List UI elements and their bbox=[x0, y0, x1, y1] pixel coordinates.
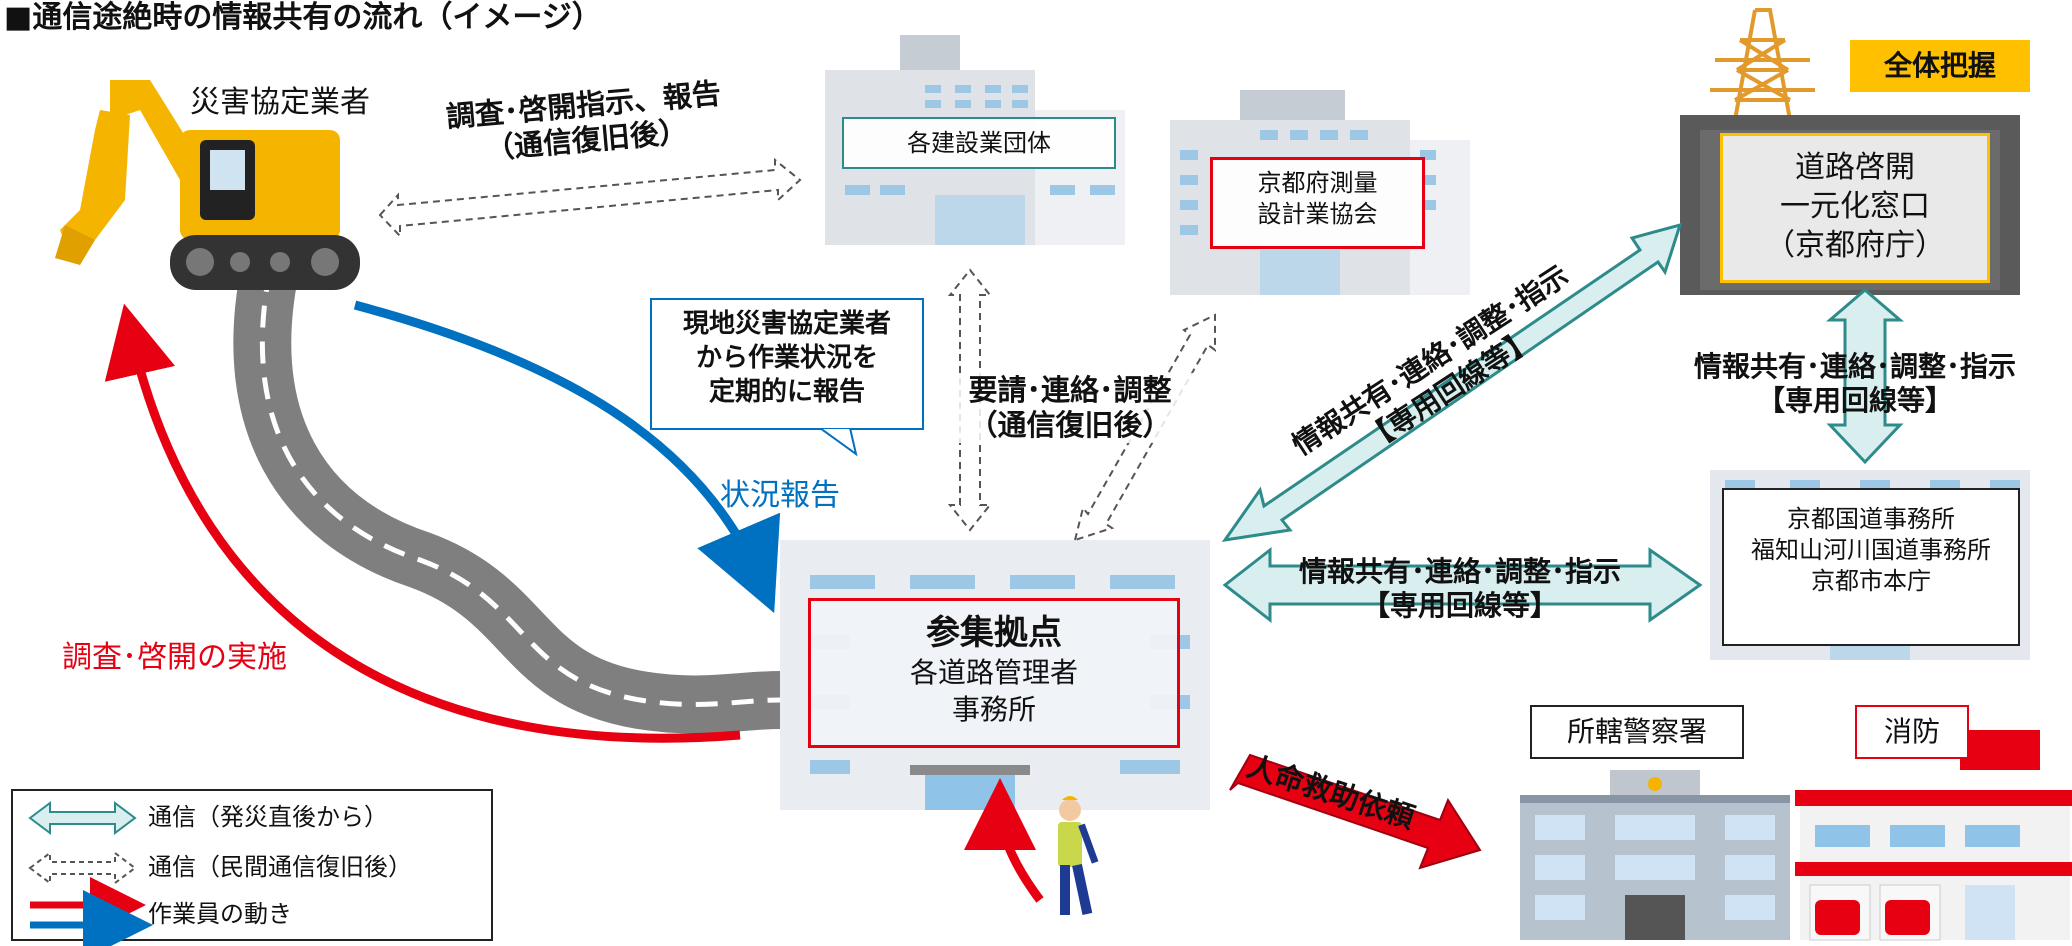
blue-arrow-status-report bbox=[353, 300, 781, 614]
construction-group-box: 各建設業団体 bbox=[842, 117, 1116, 169]
central-window-line3: （京都府庁） bbox=[1765, 228, 1945, 263]
hub-sub-line2: 事務所 bbox=[951, 692, 1036, 726]
worker-icon bbox=[1058, 796, 1099, 915]
callout-line3: 定期的に報告 bbox=[708, 376, 865, 407]
contractor-label: 災害協定業者 bbox=[190, 85, 370, 120]
survey-association-box: 京都府測量 設計業協会 bbox=[1210, 157, 1425, 249]
request-line2: （通信復旧後） bbox=[968, 407, 1172, 442]
callout-box: 現地災害協定業者 から作業状況を 定期的に報告 bbox=[650, 298, 924, 430]
request-label: 要請･連絡･調整 （通信復旧後） bbox=[930, 373, 1210, 443]
legend-label-solid: 通信（発災直後から） bbox=[148, 803, 388, 831]
mid-share-line1: 情報共有･連絡･調整･指示 bbox=[1298, 555, 1621, 588]
national-office-line2: 福知山河川国道事務所 bbox=[1751, 536, 1991, 565]
fire-label-box: 消防 bbox=[1855, 705, 1969, 759]
callout-pointer bbox=[820, 428, 858, 456]
rescue-request-arrow bbox=[1229, 753, 1482, 870]
legend-label-dashed: 通信（民間通信復旧後） bbox=[148, 853, 412, 881]
national-offices-box: 京都国道事務所 福知山河川国道事務所 京都市本庁 bbox=[1722, 488, 2020, 646]
central-window-line1: 道路啓開 bbox=[1795, 150, 1915, 185]
legend-dashed-arrow-icon bbox=[28, 851, 137, 885]
solid-arrow-hub-central bbox=[1221, 222, 1683, 543]
central-window-line2: 一元化窓口 bbox=[1780, 189, 1930, 224]
hub-title: 参集拠点 bbox=[926, 613, 1062, 653]
solid-arrow-central-national bbox=[1825, 288, 1905, 465]
hub-box: 参集拠点 各道路管理者 事務所 bbox=[808, 598, 1180, 748]
mid-share-label: 情報共有･連絡･調整･指示 【専用回線等】 bbox=[1250, 555, 1670, 622]
survey-assoc-line2: 設計業協会 bbox=[1257, 200, 1378, 229]
status-report-label: 状況報告 bbox=[720, 478, 840, 513]
right-share-label: 情報共有･連絡･調整･指示 【専用回線等】 bbox=[1640, 350, 2070, 417]
national-office-line3: 京都市本庁 bbox=[1811, 567, 1931, 596]
central-window-box: 道路啓開 一元化窓口 （京都府庁） bbox=[1720, 133, 1990, 283]
overall-badge: 全体把握 bbox=[1850, 40, 2030, 92]
legend-frame bbox=[11, 789, 493, 946]
police-label-box: 所轄警察署 bbox=[1530, 705, 1744, 759]
dashed-arrow-contractor-group bbox=[378, 157, 802, 239]
callout-line2: から作業状況を bbox=[695, 342, 878, 373]
legend-solid-arrow-icon bbox=[28, 801, 137, 835]
callout-line1: 現地災害協定業者 bbox=[682, 309, 891, 339]
request-line1: 要請･連絡･調整 bbox=[968, 373, 1172, 407]
solid-arrow-hub-national bbox=[1222, 546, 1703, 624]
right-share-line1: 情報共有･連絡･調整･指示 bbox=[1693, 350, 2016, 383]
police-station-icon bbox=[1520, 770, 1790, 940]
road-illustration bbox=[233, 264, 781, 734]
mid-share-line2: 【専用回線等】 bbox=[1361, 588, 1558, 622]
right-share-line2: 【専用回線等】 bbox=[1756, 383, 1953, 417]
power-tower-icon bbox=[1710, 8, 1815, 121]
page-title: ■通信途絶時の情報共有の流れ（イメージ） bbox=[4, 0, 602, 35]
survey-open-label: 調査･啓開の実施 bbox=[62, 640, 287, 675]
fire-station-icon bbox=[1795, 730, 2072, 941]
legend-label-movement: 作業員の動き bbox=[148, 900, 292, 928]
red-arrow-worker bbox=[964, 778, 1044, 903]
hub-sub-line1: 各道路管理者 bbox=[909, 656, 1078, 690]
survey-assoc-line1: 京都府測量 bbox=[1257, 169, 1378, 197]
national-office-line1: 京都国道事務所 bbox=[1787, 505, 1955, 533]
red-arrow-survey-open bbox=[104, 303, 741, 743]
excavator-icon bbox=[55, 80, 360, 290]
